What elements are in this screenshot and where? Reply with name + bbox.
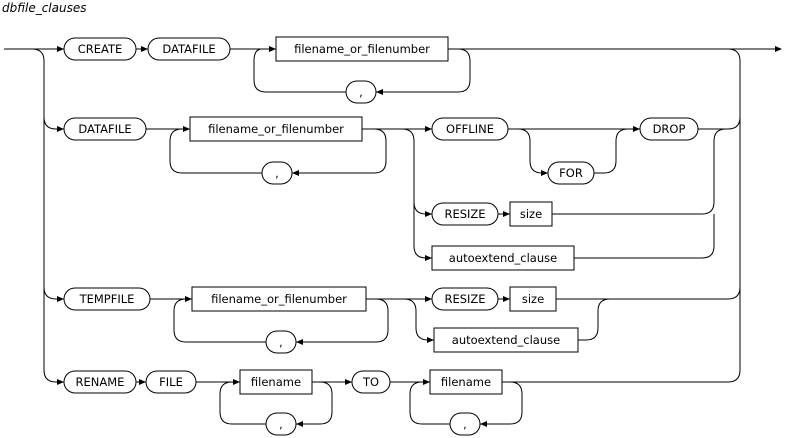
terminal-drop: DROP [639, 117, 699, 141]
svg-text:FILE: FILE [159, 375, 183, 389]
terminal-datafile: DATAFILE [147, 37, 231, 61]
nonterminal-autoextend-clause: autoextend_clause [433, 327, 579, 353]
svg-text:CREATE: CREATE [78, 42, 123, 56]
terminal-resize: RESIZE [431, 202, 499, 226]
terminal-rename: RENAME [63, 370, 137, 394]
svg-text:filename: filename [441, 375, 491, 389]
terminal-file: FILE [145, 370, 197, 394]
svg-text:TEMPFILE: TEMPFILE [79, 292, 135, 306]
terminal-comma: , [261, 161, 293, 185]
terminal-comma: , [265, 330, 297, 354]
svg-text:filename_or_filenumber: filename_or_filenumber [211, 292, 347, 306]
terminal-comma: , [449, 412, 481, 436]
svg-text:autoextend_clause: autoextend_clause [452, 333, 560, 347]
svg-text:,: , [463, 417, 467, 431]
svg-text:DROP: DROP [653, 122, 686, 136]
svg-text:,: , [279, 417, 283, 431]
svg-text:DATAFILE: DATAFILE [78, 122, 131, 136]
terminal-offline: OFFLINE [431, 117, 509, 141]
svg-text:,: , [359, 85, 363, 99]
svg-text:autoextend_clause: autoextend_clause [449, 251, 557, 265]
svg-text:OFFLINE: OFFLINE [446, 122, 494, 136]
terminal-tempfile: TEMPFILE [63, 287, 151, 311]
terminal-comma: , [265, 412, 297, 436]
nonterminal-filename: filename [429, 369, 503, 395]
nonterminal-size: size [509, 201, 553, 227]
terminal-comma: , [345, 80, 377, 104]
svg-text:size: size [520, 207, 542, 221]
nonterminal-filename: filename [239, 369, 313, 395]
svg-text:filename_or_filenumber: filename_or_filenumber [208, 122, 344, 136]
svg-text:DATAFILE: DATAFILE [162, 42, 215, 56]
svg-text:,: , [275, 166, 279, 180]
arrowheads [57, 46, 782, 427]
diagram-title: dbfile_clauses [2, 1, 86, 15]
diagram-lines [4, 48, 776, 425]
svg-text:,: , [279, 335, 283, 349]
svg-text:RENAME: RENAME [76, 375, 125, 389]
terminal-to: TO [351, 370, 391, 394]
svg-text:RESIZE: RESIZE [444, 292, 485, 306]
svg-text:TO: TO [362, 375, 379, 389]
svg-text:size: size [522, 292, 544, 306]
terminal-datafile: DATAFILE [63, 117, 147, 141]
svg-text:filename_or_filenumber: filename_or_filenumber [294, 42, 430, 56]
svg-text:RESIZE: RESIZE [444, 207, 485, 221]
nonterminal-autoextend-clause: autoextend_clause [431, 245, 575, 271]
terminal-for: FOR [547, 161, 595, 185]
nonterminal-filename-or-filenumber: filename_or_filenumber [189, 116, 363, 142]
nonterminal-filename-or-filenumber: filename_or_filenumber [191, 286, 367, 312]
nonterminal-size: size [509, 286, 557, 312]
nonterminal-filename-or-filenumber: filename_or_filenumber [275, 36, 449, 62]
terminal-create: CREATE [63, 37, 137, 61]
svg-text:FOR: FOR [559, 166, 583, 180]
terminal-resize: RESIZE [431, 287, 499, 311]
svg-text:filename: filename [251, 375, 301, 389]
